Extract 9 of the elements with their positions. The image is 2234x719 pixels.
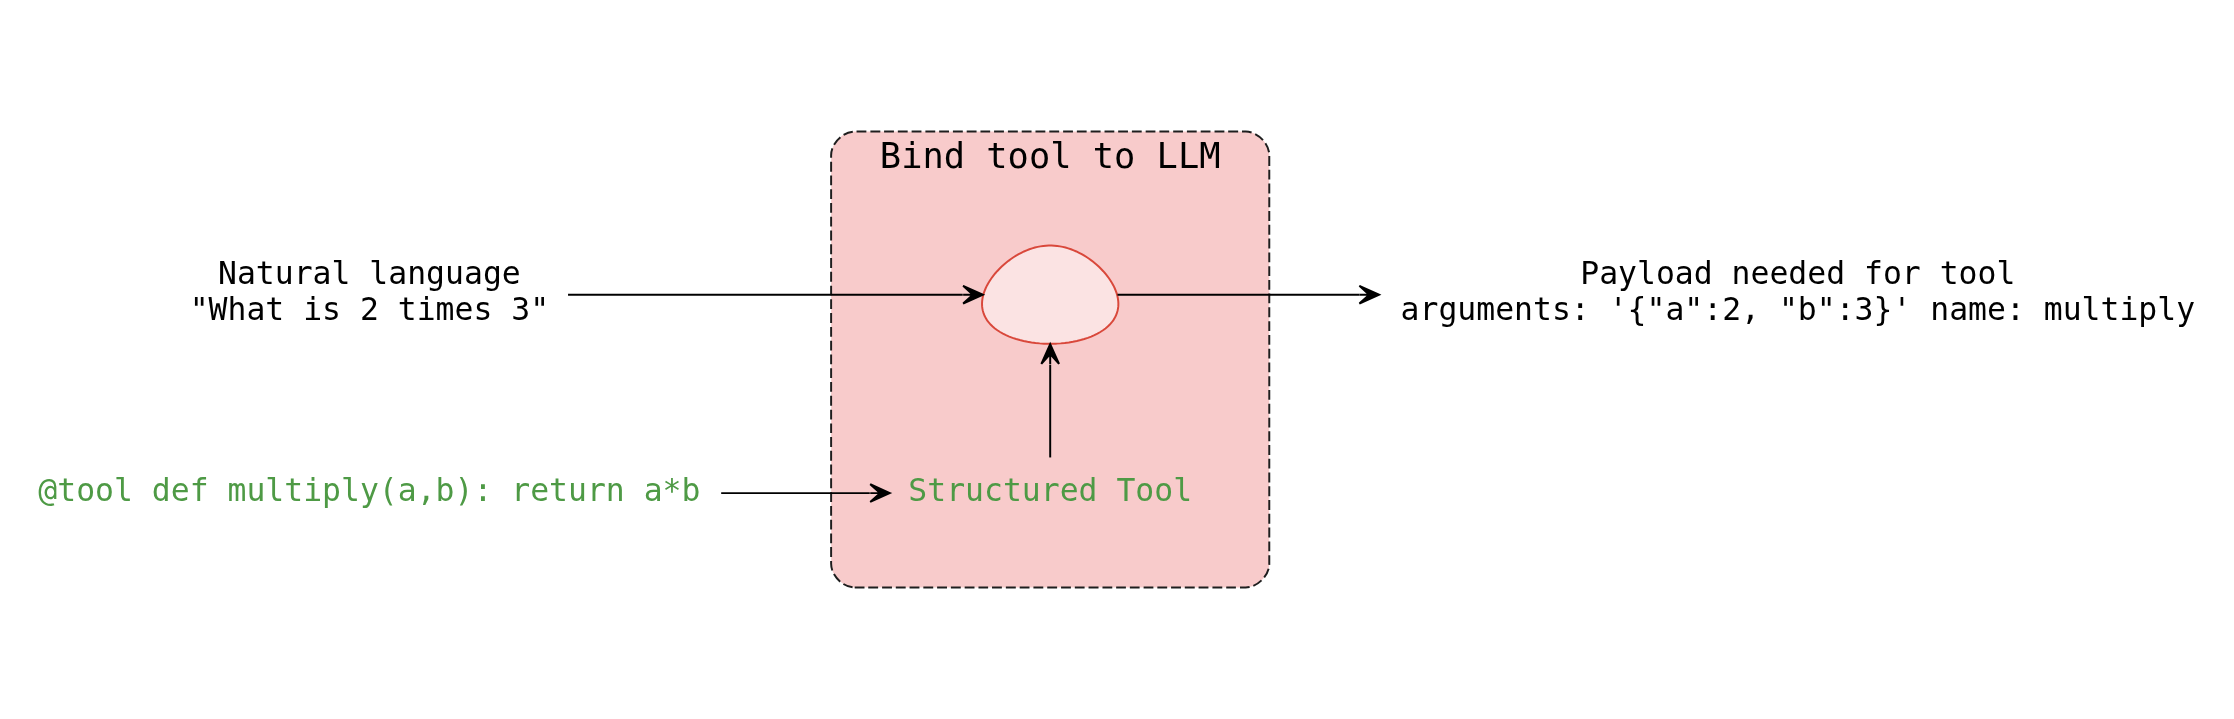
- node-picture: [981, 244, 1120, 345]
- node-text: Structured Tool: [908, 471, 1193, 508]
- arrow: [1040, 343, 1060, 459]
- node-text: Payload needed for tool arguments: '{"a":2, "b":3}' name: multiply: [1400, 255, 2196, 327]
- arrow: [1116, 284, 1380, 305]
- arrow: [720, 483, 891, 503]
- arrow: [567, 284, 984, 305]
- node-text: @tool def multiply(a,b): return a*b: [38, 471, 701, 508]
- node-text: Natural language "What is 2 times 3": [189, 255, 550, 327]
